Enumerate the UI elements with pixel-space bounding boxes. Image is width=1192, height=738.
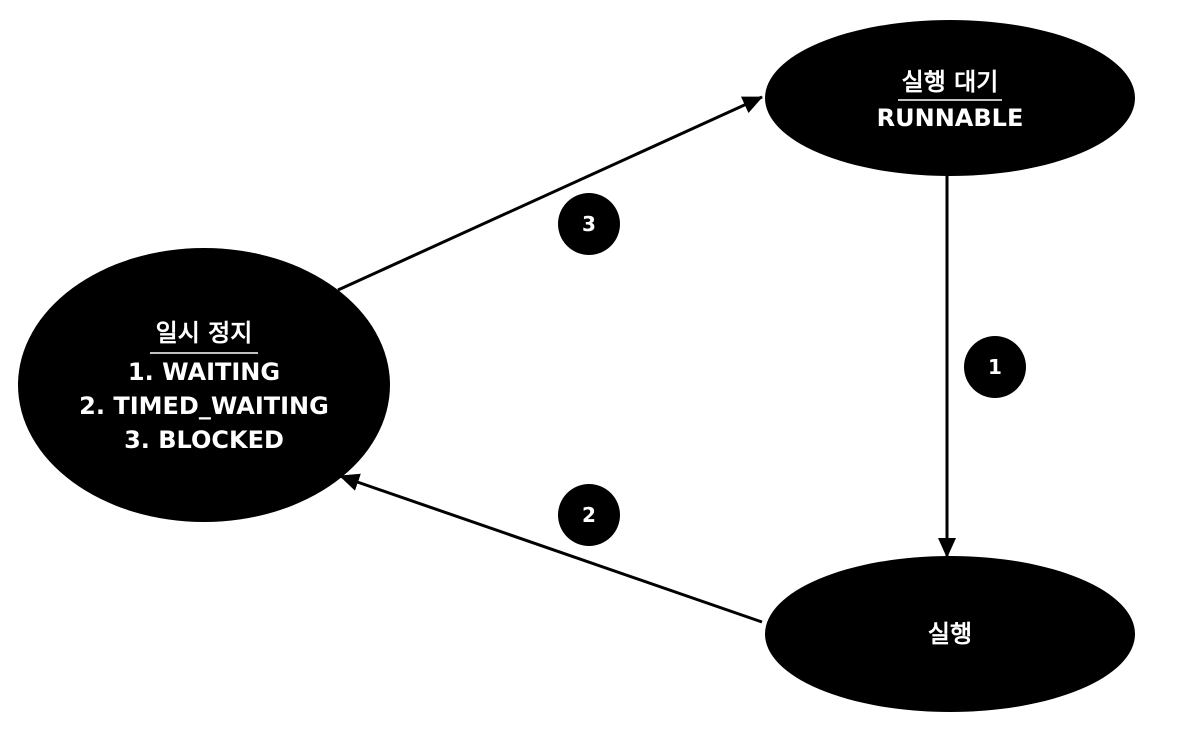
node-paused-title: 일시 정지 (156, 319, 253, 347)
node-runnable-title: 실행 대기 (902, 68, 999, 96)
edge-badge-1-label: 1 (988, 355, 1002, 379)
node-running-title: 실행 (928, 620, 972, 648)
edge-running-to-paused (339, 473, 763, 624)
node-running: 실행 (765, 556, 1135, 712)
node-runnable: 실행 대기 RUNNABLE (765, 20, 1135, 176)
node-paused-line-2: 2. TIMED_WAITING (79, 392, 329, 420)
edge-badge-2: 2 (558, 484, 620, 546)
node-paused: 일시 정지 1. WAITING 2. TIMED_WAITING 3. BLO… (18, 248, 390, 522)
edge-badge-3-label: 3 (582, 212, 596, 236)
edge-badge-3: 3 (558, 193, 620, 255)
node-runnable-subtitle: RUNNABLE (877, 104, 1024, 132)
edge-badge-2-label: 2 (582, 503, 596, 527)
edge-badge-1: 1 (964, 336, 1026, 398)
node-paused-line-1: 1. WAITING (128, 358, 280, 386)
node-paused-line-3: 3. BLOCKED (124, 426, 284, 454)
edge-paused-to-runnable (337, 95, 763, 292)
